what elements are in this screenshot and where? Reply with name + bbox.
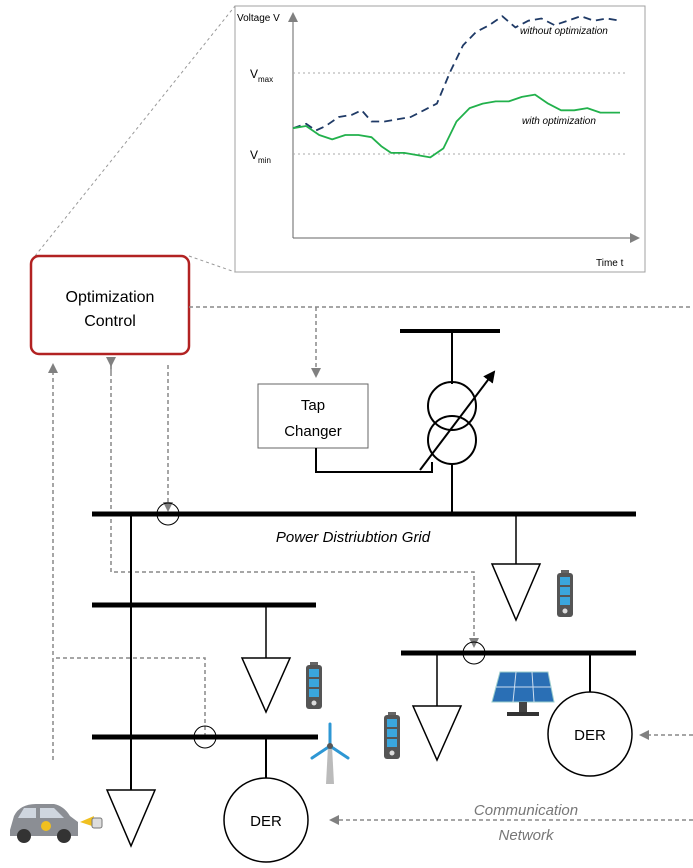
zoom-line-right — [188, 255, 236, 273]
transformer-coil-lower — [427, 415, 477, 465]
control-label-line1: Optimization — [66, 289, 155, 306]
measurement-point-right — [462, 641, 486, 665]
zoom-line-left — [34, 5, 236, 257]
measurement-point-main — [156, 502, 180, 526]
comm-line-middle — [110, 365, 479, 648]
transformer-tap-arrow — [419, 370, 496, 471]
measurement-point-bus3 — [193, 725, 217, 749]
solar-panel-icon — [491, 671, 555, 716]
der-bottom: DER — [223, 777, 309, 863]
series-label-with: with optimization — [522, 116, 596, 127]
load-right — [411, 653, 463, 762]
optimization-control-box[interactable] — [29, 254, 191, 356]
y-axis-label: Voltage V — [237, 13, 280, 24]
der-bottom-circle — [223, 777, 309, 863]
load-bus2 — [240, 605, 292, 714]
vmax-label: Vmax — [250, 67, 273, 84]
network-label-line1: Communication — [474, 802, 578, 819]
transformer — [400, 329, 500, 514]
voltage-chart: Voltage V Time t Vmax Vmin without optim… — [234, 5, 646, 273]
tap-changer-label-line2: Changer — [284, 423, 342, 440]
tap-changer-box[interactable] — [257, 383, 369, 449]
grid-title: Power Distriubtion Grid — [276, 529, 431, 546]
battery-icon — [557, 570, 573, 617]
der-right-circle — [547, 691, 633, 777]
electric-car-icon — [10, 804, 103, 843]
communication-links — [48, 306, 693, 825]
tap-changer[interactable]: Tap Changer — [257, 383, 369, 449]
tap-changer-connector — [315, 448, 433, 473]
network-label-line2: Network — [498, 827, 555, 844]
load-main — [490, 514, 542, 622]
series-label-without: without optimization — [520, 26, 608, 37]
battery-icon — [306, 662, 322, 709]
wind-turbine-icon — [310, 722, 350, 784]
comm-line-lower-bus — [53, 657, 206, 737]
optimization-control[interactable]: Optimization Control — [29, 254, 191, 356]
der-bottom-label: DER — [250, 813, 282, 830]
tap-changer-label-line1: Tap — [301, 397, 325, 414]
der-right: DER — [547, 691, 633, 777]
series-line-2 — [292, 93, 620, 159]
load-ev — [105, 789, 157, 848]
x-axis-label: Time t — [596, 258, 624, 269]
control-label-line2: Control — [84, 313, 136, 330]
chart-frame — [234, 5, 646, 273]
vmin-label: Vmin — [250, 148, 271, 165]
battery-icon — [384, 712, 400, 759]
series-line-1 — [292, 15, 621, 132]
transformer-coil-upper — [427, 381, 477, 431]
der-right-label: DER — [574, 727, 606, 744]
